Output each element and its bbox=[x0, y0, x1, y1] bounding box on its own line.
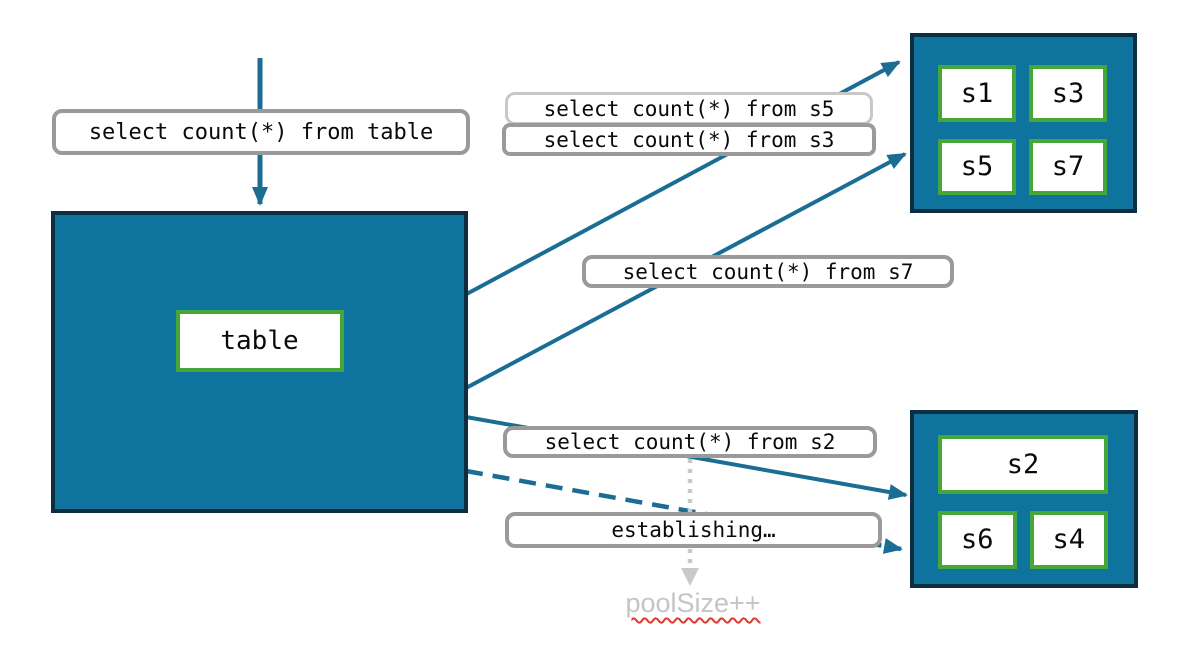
shard-s3: s3 bbox=[1029, 65, 1107, 122]
shard-s5-label: s5 bbox=[960, 151, 994, 183]
label-establishing: establishing… bbox=[505, 512, 882, 548]
pool-size-text-value: poolSize++ bbox=[625, 588, 761, 618]
shard-s6-label: s6 bbox=[960, 524, 994, 556]
query-label-s3-text: select count(*) from s3 bbox=[543, 127, 835, 152]
shard-s7-label: s7 bbox=[1051, 151, 1085, 183]
table-node: table bbox=[51, 211, 468, 513]
shard-s4: s4 bbox=[1029, 510, 1108, 569]
query-label-s7: select count(*) from s7 bbox=[582, 255, 954, 288]
query-label-s7-text: select count(*) from s7 bbox=[622, 259, 914, 284]
query-label-s5: select count(*) from s5 bbox=[505, 92, 873, 125]
shard-grid-bottom: s2 s6 s4 bbox=[938, 435, 1108, 569]
shard-s7: s7 bbox=[1029, 138, 1107, 195]
shard-s2-label: s2 bbox=[1006, 448, 1040, 480]
shard-s3-label: s3 bbox=[1051, 77, 1085, 109]
query-label-table: select count(*) from table bbox=[52, 109, 470, 155]
query-label-s5-text: select count(*) from s5 bbox=[543, 96, 835, 121]
query-label-table-text: select count(*) from table bbox=[88, 119, 434, 145]
shard-s1-label: s1 bbox=[960, 77, 994, 109]
query-label-s2: select count(*) from s2 bbox=[503, 426, 877, 458]
shard-s4-label: s4 bbox=[1052, 524, 1085, 556]
pool-size-text: poolSize++ bbox=[598, 588, 788, 619]
shard-group-top: s1 s3 s5 s7 bbox=[910, 33, 1137, 213]
arrow-establishing-dashed bbox=[465, 468, 903, 554]
shard-group-bottom: s2 s6 s4 bbox=[910, 410, 1138, 588]
query-label-s2-text: select count(*) from s2 bbox=[544, 430, 836, 454]
shard-grid-top: s1 s3 s5 s7 bbox=[938, 65, 1107, 195]
shard-s5: s5 bbox=[938, 138, 1016, 195]
label-establishing-text: establishing… bbox=[611, 518, 776, 542]
table-node-label-text: table bbox=[220, 326, 299, 356]
shard-s2: s2 bbox=[938, 435, 1108, 494]
table-node-label: table bbox=[175, 310, 344, 372]
shard-s6: s6 bbox=[938, 510, 1017, 569]
query-label-s3: select count(*) from s3 bbox=[502, 123, 876, 156]
shard-s1: s1 bbox=[938, 65, 1016, 122]
poolsize-arrowhead-icon bbox=[681, 568, 699, 586]
